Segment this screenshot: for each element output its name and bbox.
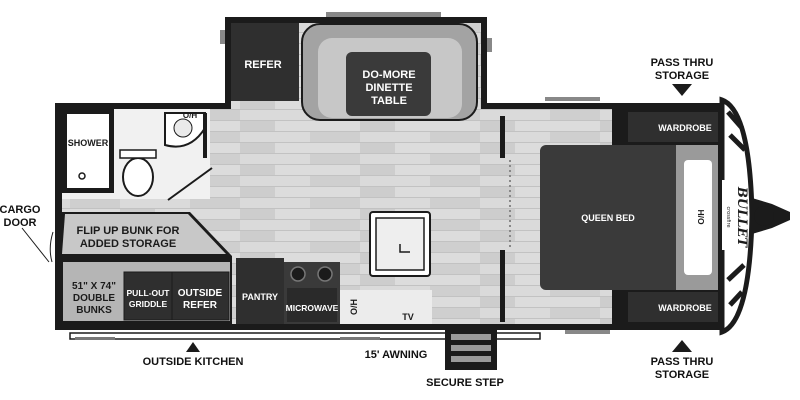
- griddle-label-1: PULL-OUT: [127, 288, 171, 298]
- logo-main: BULLET: [734, 186, 749, 249]
- dinette: DO-MORE DINETTE TABLE: [301, 23, 478, 121]
- pass-thru-bottom-label-1: PASS THRU: [651, 356, 714, 368]
- bath-door: [167, 167, 213, 201]
- dinette-label-1: DO-MORE: [362, 69, 415, 81]
- pass-thru-top-callout: PASS THRU STORAGE: [651, 57, 714, 96]
- outside-kitchen-callout: OUTSIDE KITCHEN: [143, 342, 244, 368]
- bedroom: WARDROBE WARDROBE QUEEN BED H/O: [540, 109, 718, 324]
- bedroom-partition-top: [500, 116, 505, 158]
- shower-drain: [78, 172, 86, 180]
- secure-step: [445, 328, 497, 370]
- bunks-label-3: BUNKS: [76, 305, 112, 316]
- cargo-door-label-1: CARGO: [0, 204, 41, 216]
- flip-bunk-label-2: ADDED STORAGE: [80, 238, 176, 250]
- cargo-door-callout: CARGO DOOR: [0, 204, 54, 263]
- pantry-label: PANTRY: [242, 292, 278, 302]
- galley: PANTRY MICROWAVE O/H TV: [236, 211, 432, 324]
- outside-kitchen-label: OUTSIDE KITCHEN: [143, 356, 244, 368]
- bunks-label-2: DOUBLE: [73, 293, 116, 304]
- bath-oh-label: O/H: [183, 111, 197, 120]
- dinette-label-3: TABLE: [371, 95, 407, 107]
- slideout-trim-top: [326, 12, 441, 17]
- hitch: [752, 198, 790, 234]
- awning-label: 15' AWNING: [365, 349, 428, 361]
- dinette-label-2: DINETTE: [365, 82, 412, 94]
- pass-thru-top-label-2: STORAGE: [655, 70, 709, 82]
- pass-thru-bottom-callout: PASS THRU STORAGE: [651, 340, 714, 381]
- microwave-label: MICROWAVE: [286, 303, 339, 313]
- pass-thru-top-label-1: PASS THRU: [651, 57, 714, 69]
- queen-bed-label: QUEEN BED: [581, 213, 635, 223]
- bullet-logo: BULLET crossfire: [725, 186, 749, 249]
- outside-refer-label-1: OUTSIDE: [178, 288, 223, 299]
- outside-refer-label-2: REFER: [183, 300, 218, 311]
- front-cap: [719, 96, 755, 336]
- refer-cabinet: REFER: [231, 23, 299, 101]
- awning: [69, 330, 610, 340]
- bunk-area: FLIP UP BUNK FOR ADDED STORAGE 51" X 74"…: [55, 205, 232, 325]
- secure-step-label: SECURE STEP: [426, 377, 504, 389]
- bed-oh-label: H/O: [696, 209, 706, 225]
- wardrobe-top-label: WARDROBE: [658, 123, 712, 133]
- bathroom: SHOWER O/H: [62, 109, 213, 201]
- flip-bunk-label-1: FLIP UP BUNK FOR: [77, 225, 180, 237]
- slideout-trim-left: [220, 30, 225, 44]
- refer-label: REFER: [244, 59, 281, 71]
- logo-sub: crossfire: [725, 206, 731, 227]
- cargo-door-label-2: DOOR: [4, 217, 37, 229]
- griddle-label-2: GRIDDLE: [129, 299, 168, 309]
- bedroom-partition-bottom: [500, 250, 505, 322]
- slideout-trim-right: [487, 38, 492, 52]
- wardrobe-bottom-label: WARDROBE: [658, 303, 712, 313]
- kitchen-oh-label: O/H: [349, 299, 359, 315]
- tv-label: TV: [402, 312, 414, 322]
- window-trim-top: [545, 97, 600, 101]
- pass-thru-bottom-label-2: STORAGE: [655, 369, 709, 381]
- bunks-label-1: 51" X 74": [72, 281, 116, 292]
- toilet: [122, 157, 154, 197]
- shower-label: SHOWER: [68, 138, 109, 148]
